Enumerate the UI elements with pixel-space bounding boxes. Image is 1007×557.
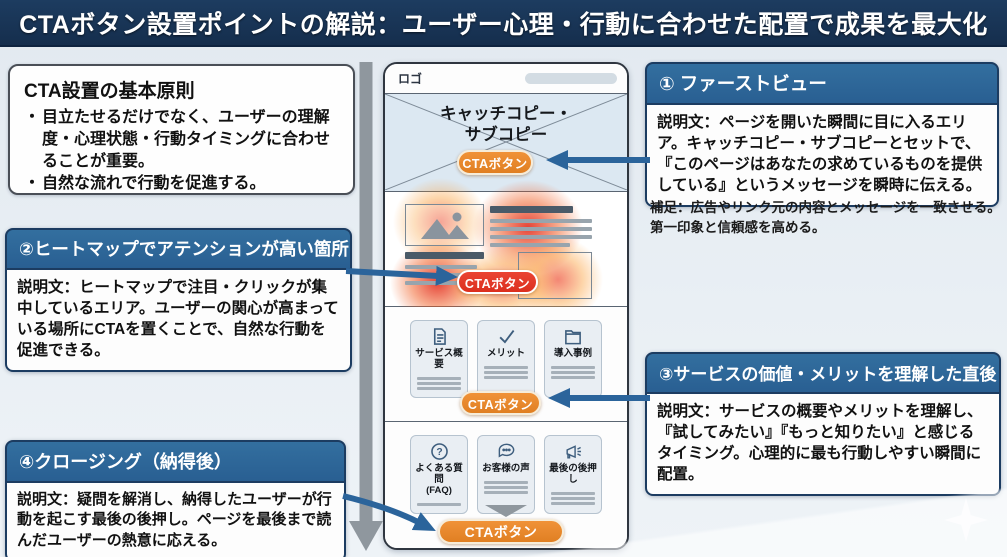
page-title: CTAボタン設置ポイントの解説：ユーザー心理・行動に合わせた配置で成果を最大化	[19, 10, 988, 39]
card-line	[551, 497, 595, 500]
point-1-body: 説明文：ページを開いた瞬間に目に入るエリア。キャッチコピー・サブコピーとセットで…	[645, 103, 999, 208]
card-line	[551, 366, 595, 369]
text-bar	[490, 243, 570, 247]
heatmap-section: CTAボタン	[385, 178, 627, 325]
card-line	[417, 377, 461, 380]
hero-copy: キャッチコピー・ サブコピー	[440, 105, 572, 144]
card-line	[484, 366, 528, 369]
card-line	[484, 376, 528, 379]
card-merit[interactable]: メリット	[477, 320, 535, 398]
title-bar: CTAボタン設置ポイントの解説：ユーザー心理・行動に合わせた配置で成果を最大化	[0, 0, 1007, 47]
megaphone-icon	[565, 445, 581, 459]
nav-placeholder[interactable]	[525, 73, 617, 84]
folder-icon	[565, 330, 581, 345]
image-placeholder	[405, 204, 484, 246]
service-card-row: サービス概要 メリット 導入事例	[410, 320, 602, 398]
card-label: メリット	[486, 348, 525, 359]
point-4-title: ④クロージング（納得後）	[5, 440, 346, 481]
wireframe-cross-icon	[385, 94, 627, 190]
point-box-after-merit: ③サービスの価値・メリットを理解した直後 説明文：サービスの概要やメリットを理解…	[645, 352, 1001, 497]
text-bar	[405, 265, 477, 269]
closing-card-row: ? よくある質問 (FAQ) お客様の声	[410, 435, 602, 514]
card-line	[417, 503, 461, 506]
first-view-section: キャッチコピー・ サブコピー CTAボタン	[385, 94, 627, 192]
sparkle-decoration	[944, 498, 988, 542]
card-service-overview[interactable]: サービス概要	[410, 320, 468, 398]
text-bar	[490, 219, 592, 223]
card-final-push[interactable]: 最後の後押し	[544, 435, 602, 514]
cta-button-first-view[interactable]: CTAボタン	[457, 150, 533, 175]
svg-text:?: ?	[436, 447, 442, 458]
point-box-first-view: ① ファーストビュー 説明文：ページを開いた瞬間に目に入るエリア。キャッチコピー…	[645, 62, 999, 208]
principles-bullet: 目立たせるだけでなく、ユーザーの理解度・心理状態・行動タイミングに合わせることが…	[24, 107, 339, 173]
principles-bullet: 自然な流れで行動を促進する。	[24, 173, 339, 195]
check-icon	[498, 329, 514, 344]
principles-title: CTA設置の基本原則	[24, 81, 195, 102]
service-section: サービス概要 メリット 導入事例 CT	[385, 307, 627, 422]
point-1-note: 補足：広告やリンク元の内容とメッセージを一致させる。 第一印象と信頼感を高める。	[650, 200, 1001, 235]
speech-bubble-icon	[498, 443, 514, 458]
cta-button-closing[interactable]: CTAボタン	[438, 519, 564, 544]
card-testimonials[interactable]: お客様の声	[477, 435, 535, 514]
card-line	[417, 387, 461, 390]
card-line	[484, 486, 528, 489]
mountain-photo-icon	[420, 212, 469, 239]
card-line	[551, 502, 595, 505]
point-box-heatmap: ②ヒートマップでアテンションが高い箇所 説明文：ヒートマップで注目・クリックが集…	[5, 228, 352, 373]
scroll-triangle-icon	[485, 505, 527, 517]
card-case-studies[interactable]: 導入事例	[544, 320, 602, 398]
card-faq[interactable]: ? よくある質問 (FAQ)	[410, 435, 468, 514]
card-line	[551, 371, 595, 374]
landing-page-mockup: ロゴ キャッチコピー・ サブコピー CTAボタン	[383, 62, 629, 550]
card-label: 導入事例	[553, 348, 592, 359]
card-line	[484, 481, 528, 484]
card-label: 最後の後押し	[549, 463, 597, 485]
text-bar	[490, 227, 592, 231]
point-2-body: 説明文：ヒートマップで注目・クリックが集中しているエリア。ユーザーの関心が高まっ…	[5, 268, 352, 373]
logo-text: ロゴ	[398, 72, 423, 86]
document-icon	[433, 328, 446, 345]
text-bar	[490, 235, 592, 239]
closing-section: ? よくある質問 (FAQ) お客様の声	[385, 422, 627, 548]
card-label: よくある質問 (FAQ)	[415, 463, 463, 496]
question-icon: ?	[430, 443, 448, 460]
point-4-body: 説明文：疑問を解消し、納得したユーザーが行動を起こす最後の後押し。ページを最後ま…	[5, 481, 346, 557]
card-line	[417, 382, 461, 385]
card-label: お客様の声	[482, 463, 530, 474]
card-line	[551, 492, 595, 495]
principles-panel: CTA設置の基本原則 目立たせるだけでなく、ユーザーの理解度・心理状態・行動タイ…	[8, 64, 355, 195]
card-line	[551, 376, 595, 379]
mockup-header: ロゴ	[385, 64, 627, 94]
text-bar	[490, 206, 573, 213]
card-label: サービス概要	[415, 348, 463, 370]
point-3-body: 説明文：サービスの概要やメリットを理解し、『試してみたい』『もっと知りたい』と感…	[645, 392, 1001, 497]
point-box-closing: ④クロージング（納得後） 説明文：疑問を解消し、納得したユーザーが行動を起こす最…	[5, 440, 346, 557]
principles-list: 目立たせるだけでなく、ユーザーの理解度・心理状態・行動タイミングに合わせることが…	[24, 107, 339, 195]
card-line	[484, 371, 528, 374]
point-3-title: ③サービスの価値・メリットを理解した直後	[645, 352, 1001, 392]
text-bar	[405, 252, 484, 259]
text-bar	[405, 281, 460, 285]
point-1-title: ① ファーストビュー	[645, 62, 999, 103]
cta-button-after-merit[interactable]: CTAボタン	[460, 391, 541, 415]
card-line	[484, 491, 528, 494]
cta-button-heatmap[interactable]: CTAボタン	[457, 270, 538, 294]
point-2-title: ②ヒートマップでアテンションが高い箇所	[5, 228, 352, 268]
